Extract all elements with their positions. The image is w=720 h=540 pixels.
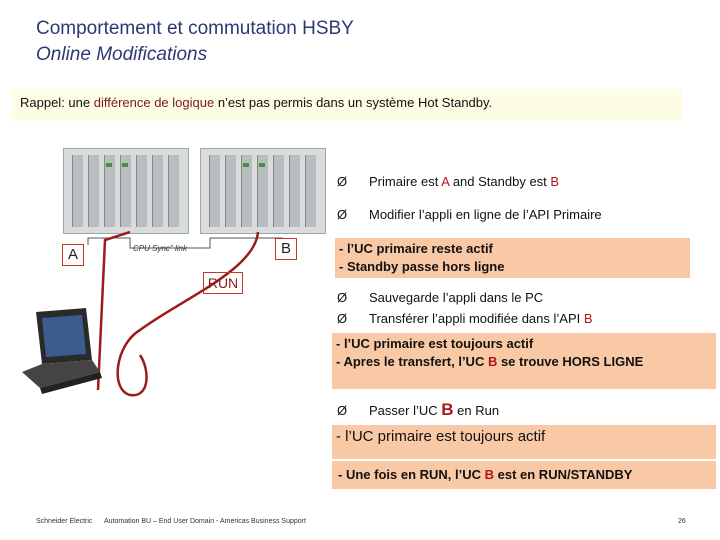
page-number: 26 — [678, 518, 686, 525]
run-label: RUN — [203, 272, 243, 294]
info-box-3: - l’UC primaire est toujours actif — [332, 425, 716, 459]
rappel-banner: Rappel: une différence de logique n’est … — [12, 89, 682, 121]
laptop-icon — [22, 308, 102, 394]
bullet-arrow-icon: Ø — [337, 290, 348, 305]
slide-title: Comportement et commutation HSBY Online … — [36, 16, 354, 68]
rappel-suffix: n’est pas permis dans un système Hot Sta… — [214, 95, 493, 110]
bullet-arrow-icon: Ø — [337, 311, 348, 326]
rappel-prefix: Rappel: une — [20, 95, 94, 110]
label-b: B — [275, 238, 297, 260]
info-box-2: - l’UC primaire est toujours actif - Apr… — [332, 333, 716, 389]
rappel-highlight: différence de logique — [93, 95, 215, 110]
title-line-1: Comportement et commutation HSBY — [36, 18, 354, 39]
title-line-2: Online Modifications — [36, 44, 208, 65]
bullet-arrow-icon: Ø — [337, 174, 348, 189]
bullet-arrow-icon: Ø — [337, 207, 348, 222]
footer-dept: Automation BU – End User Domain - Americ… — [104, 518, 306, 525]
info-box-4: - Une fois en RUN, l’UC B est en RUN/STA… — [332, 461, 716, 489]
sync-link-label: CPU Sync" link — [133, 244, 187, 253]
label-a: A — [62, 244, 84, 266]
info-box-1: - l’UC primaire reste actif - Standby pa… — [335, 238, 690, 278]
plc-rack-a — [63, 148, 189, 234]
bullet-arrow-icon: Ø — [337, 403, 348, 418]
red-arrow-b — [116, 231, 260, 397]
footer-company: Schneider Electric — [36, 518, 93, 525]
plc-rack-b — [200, 148, 326, 234]
red-arrow-a — [96, 230, 131, 391]
